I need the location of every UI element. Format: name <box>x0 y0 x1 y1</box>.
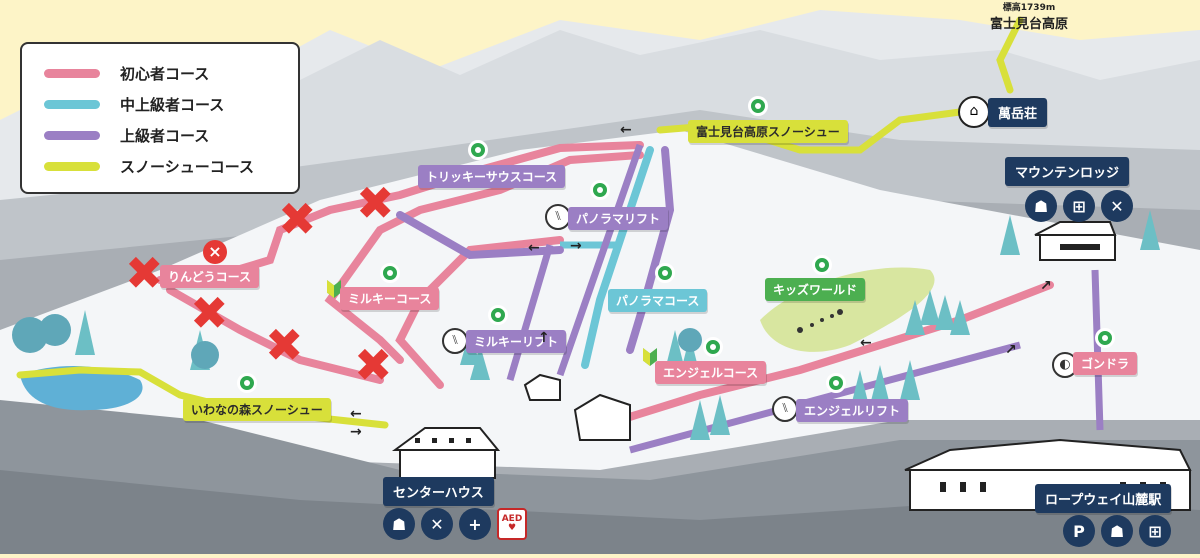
legend-item-advanced: 上級者コース <box>44 124 209 146</box>
closed-x-icon: ✖ <box>278 192 317 246</box>
open-status-icon <box>237 373 257 393</box>
direction-arrow-icon: ↗ <box>1005 342 1017 358</box>
open-status-icon <box>488 305 508 325</box>
gondola-label[interactable]: ゴンドラ <box>1073 352 1138 375</box>
legend-swatch <box>44 130 100 140</box>
legend-swatch <box>44 99 100 109</box>
direction-arrow-icon: ← <box>860 335 872 351</box>
course-kids-world[interactable]: キッズワールド <box>765 278 866 301</box>
legend-label: 中上級者コース <box>120 95 225 114</box>
center-icons: ☗ ✕ + AED♥ <box>383 508 527 540</box>
home-icon: ⌂ <box>958 96 990 128</box>
legend-label: 上級者コース <box>120 126 210 145</box>
closed-x-icon: ✖ <box>356 176 395 230</box>
course-legend: 初心者コース 中上級者コース 上級者コース スノーシューコース <box>20 42 300 194</box>
direction-arrow-icon: ↗ <box>1040 278 1052 294</box>
closed-status-icon: × <box>203 240 227 264</box>
open-status-icon <box>380 263 400 283</box>
closed-x-icon: ✖ <box>190 286 229 340</box>
lift-icon: ⑊ <box>442 328 468 354</box>
closed-x-icon: ✖ <box>265 318 304 372</box>
summit-name: 富士見台高原 <box>990 17 1069 32</box>
shop-icon: ⊞ <box>1063 190 1095 222</box>
direction-arrow-icon: ← <box>620 122 632 138</box>
open-status-icon <box>590 180 610 200</box>
legend-swatch <box>44 161 100 171</box>
course-angel[interactable]: エンジェルコース <box>655 361 767 384</box>
beginner-mark-icon <box>327 280 341 298</box>
lift-icon: ⑊ <box>545 204 571 230</box>
restaurant-icon: ✕ <box>421 508 453 540</box>
course-fujimidai-snowshoe[interactable]: 富士見台高原スノーシュー <box>688 120 848 143</box>
course-rindo[interactable]: りんどうコース <box>160 265 260 288</box>
legend-item-intermediate: 中上級者コース <box>44 93 224 115</box>
banrakuso-label[interactable]: 萬岳荘 <box>988 98 1048 127</box>
legend-swatch <box>44 68 100 78</box>
course-milky[interactable]: ミルキーコース <box>340 287 440 310</box>
legend-item-snowshoe: スノーシューコース <box>44 155 254 177</box>
open-status-icon <box>655 263 675 283</box>
open-status-icon <box>468 140 488 160</box>
lift-milky[interactable]: ミルキーリフト <box>466 330 567 353</box>
toilet-icon: ☗ <box>1101 515 1133 547</box>
toilet-icon: ☗ <box>383 508 415 540</box>
direction-arrow-icon: → <box>350 424 362 440</box>
summit-label: 標高1739m 富士見台高原 <box>990 0 1068 32</box>
aed-icon: AED♥ <box>497 508 527 540</box>
course-iwana-snowshoe[interactable]: いわなの森スノーシュー <box>183 398 331 421</box>
aed-text: AED <box>501 514 523 524</box>
closed-x-icon: ✖ <box>354 338 393 392</box>
ropeway-icons: P ☗ ⊞ <box>1063 515 1171 547</box>
course-tricky-south[interactable]: トリッキーサウスコース <box>418 165 566 188</box>
direction-arrow-icon: ← <box>350 406 362 422</box>
closed-x-icon: ✖ <box>125 246 164 300</box>
mountain-lodge-label[interactable]: マウンテンロッジ <box>1005 157 1130 186</box>
center-house-label[interactable]: センターハウス <box>383 477 494 506</box>
direction-arrow-icon: ↑ <box>538 330 550 346</box>
open-status-icon <box>826 373 846 393</box>
toilet-icon: ☗ <box>1025 190 1057 222</box>
direction-arrow-icon: ← <box>528 240 540 256</box>
restaurant-icon: ✕ <box>1101 190 1133 222</box>
open-status-icon <box>703 337 723 357</box>
open-status-icon <box>748 96 768 116</box>
shop-icon: ⊞ <box>1139 515 1171 547</box>
first-aid-icon: + <box>459 508 491 540</box>
legend-label: 初心者コース <box>120 64 210 83</box>
lodge-icons: ☗ ⊞ ✕ <box>1025 190 1133 222</box>
open-status-icon <box>812 255 832 275</box>
lift-angel[interactable]: エンジェルリフト <box>796 399 909 422</box>
course-panorama[interactable]: パノラマコース <box>608 289 708 312</box>
beginner-mark-icon <box>643 348 657 366</box>
ropeway-station-label[interactable]: ロープウェイ山麓駅 <box>1035 484 1172 513</box>
legend-label: スノーシューコース <box>120 157 254 176</box>
lift-icon: ⑊ <box>772 396 798 422</box>
legend-item-beginner: 初心者コース <box>44 62 209 84</box>
parking-text: P <box>1073 521 1085 541</box>
direction-arrow-icon: → <box>570 238 582 254</box>
lift-panorama[interactable]: パノラマリフト <box>568 207 669 230</box>
parking-icon: P <box>1063 515 1095 547</box>
summit-altitude: 標高1739m <box>1002 3 1056 13</box>
open-status-icon <box>1095 328 1115 348</box>
